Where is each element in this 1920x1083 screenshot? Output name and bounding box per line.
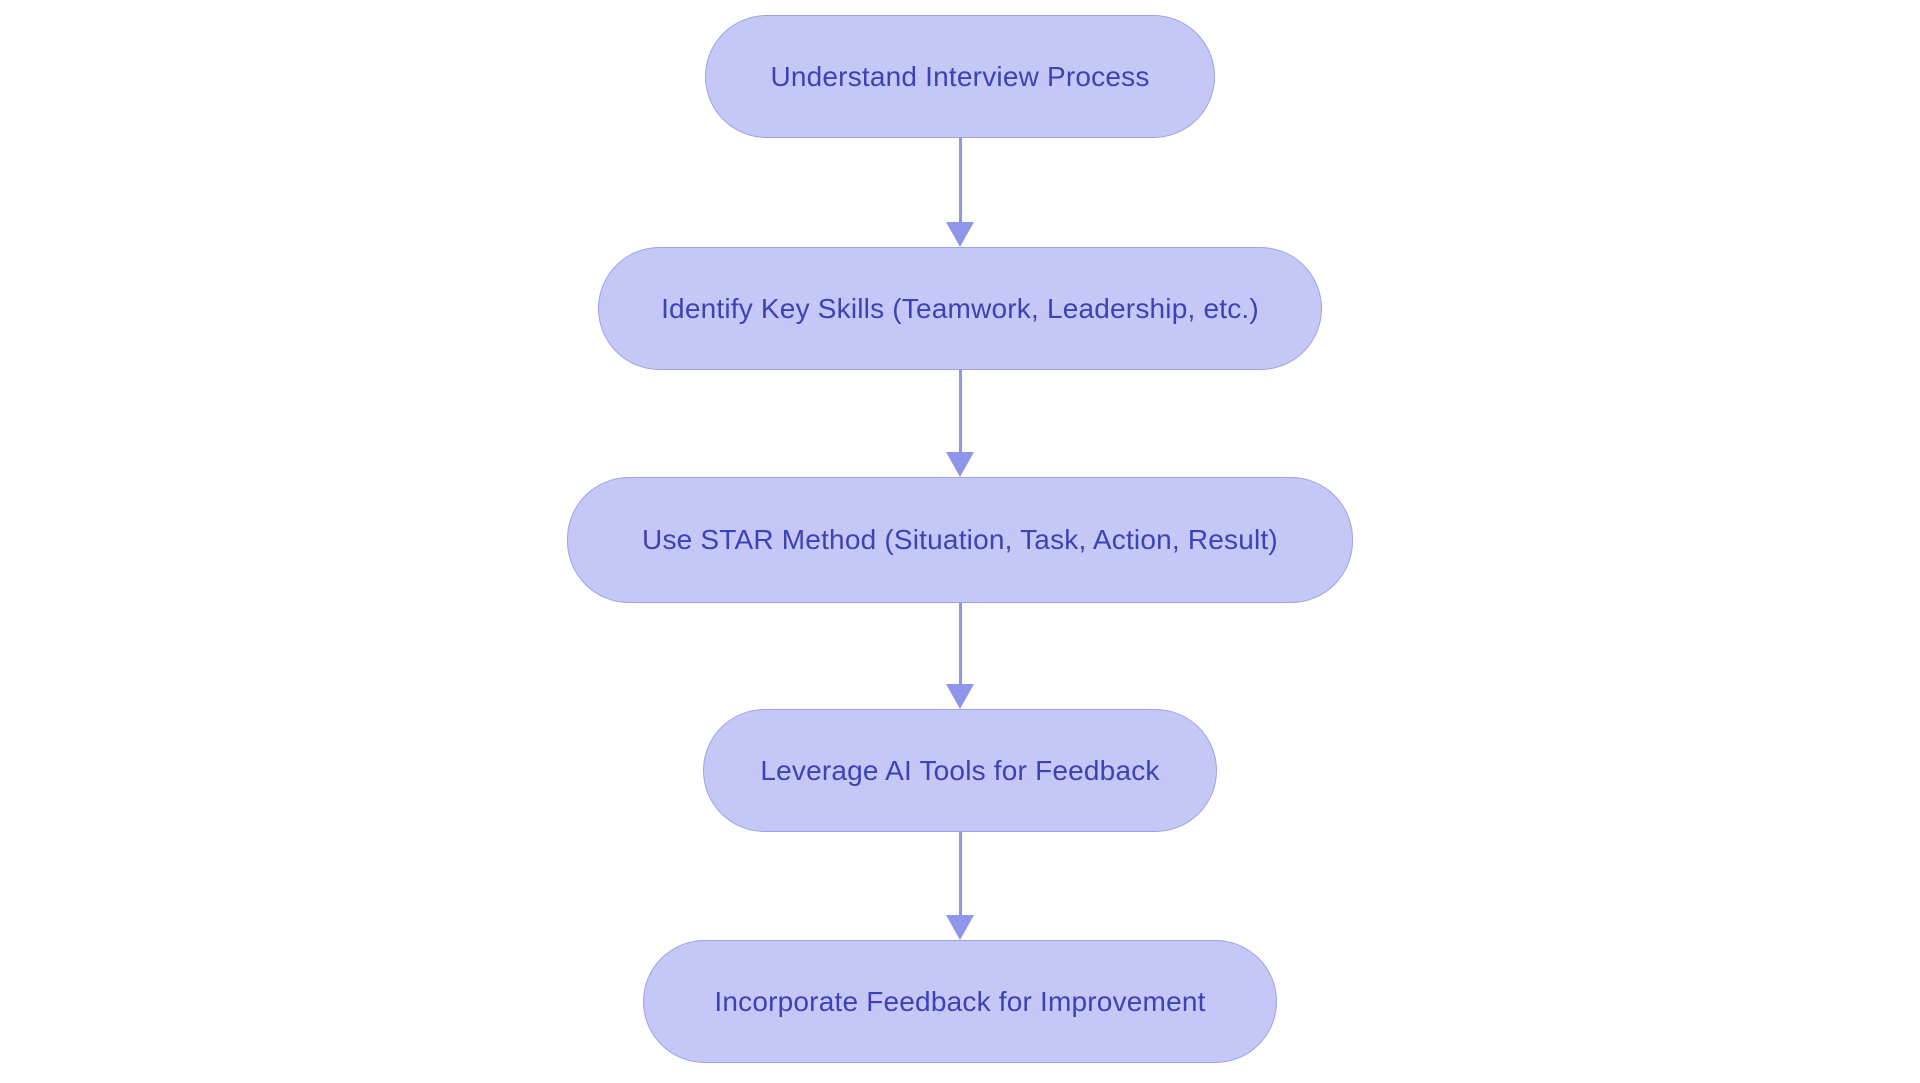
flowchart-node-incorporate-feedback: Incorporate Feedback for Improvement	[643, 940, 1277, 1063]
flowchart-node-leverage-ai-tools: Leverage AI Tools for Feedback	[703, 709, 1217, 832]
node-label: Leverage AI Tools for Feedback	[760, 754, 1160, 786]
arrow-shaft	[958, 138, 962, 222]
node-label: Understand Interview Process	[770, 60, 1150, 92]
flow-arrow-1	[946, 138, 974, 247]
flowchart-node-identify-key-skills: Identify Key Skills (Teamwork, Leadershi…	[598, 247, 1322, 370]
arrow-shaft	[958, 832, 962, 915]
arrow-head-down-icon	[946, 452, 974, 477]
flow-arrow-4	[946, 832, 974, 940]
flow-arrow-3	[946, 603, 974, 709]
flowchart-node-understand-interview-process: Understand Interview Process	[705, 15, 1215, 138]
flowchart-node-use-star-method: Use STAR Method (Situation, Task, Action…	[567, 477, 1353, 603]
flow-arrow-2	[946, 370, 974, 477]
arrow-shaft	[958, 603, 962, 684]
arrow-head-down-icon	[946, 222, 974, 247]
node-label: Incorporate Feedback for Improvement	[714, 985, 1206, 1017]
arrow-shaft	[958, 370, 962, 452]
node-label: Identify Key Skills (Teamwork, Leadershi…	[661, 292, 1259, 324]
arrow-head-down-icon	[946, 915, 974, 940]
node-label: Use STAR Method (Situation, Task, Action…	[642, 524, 1278, 555]
arrow-head-down-icon	[946, 684, 974, 709]
